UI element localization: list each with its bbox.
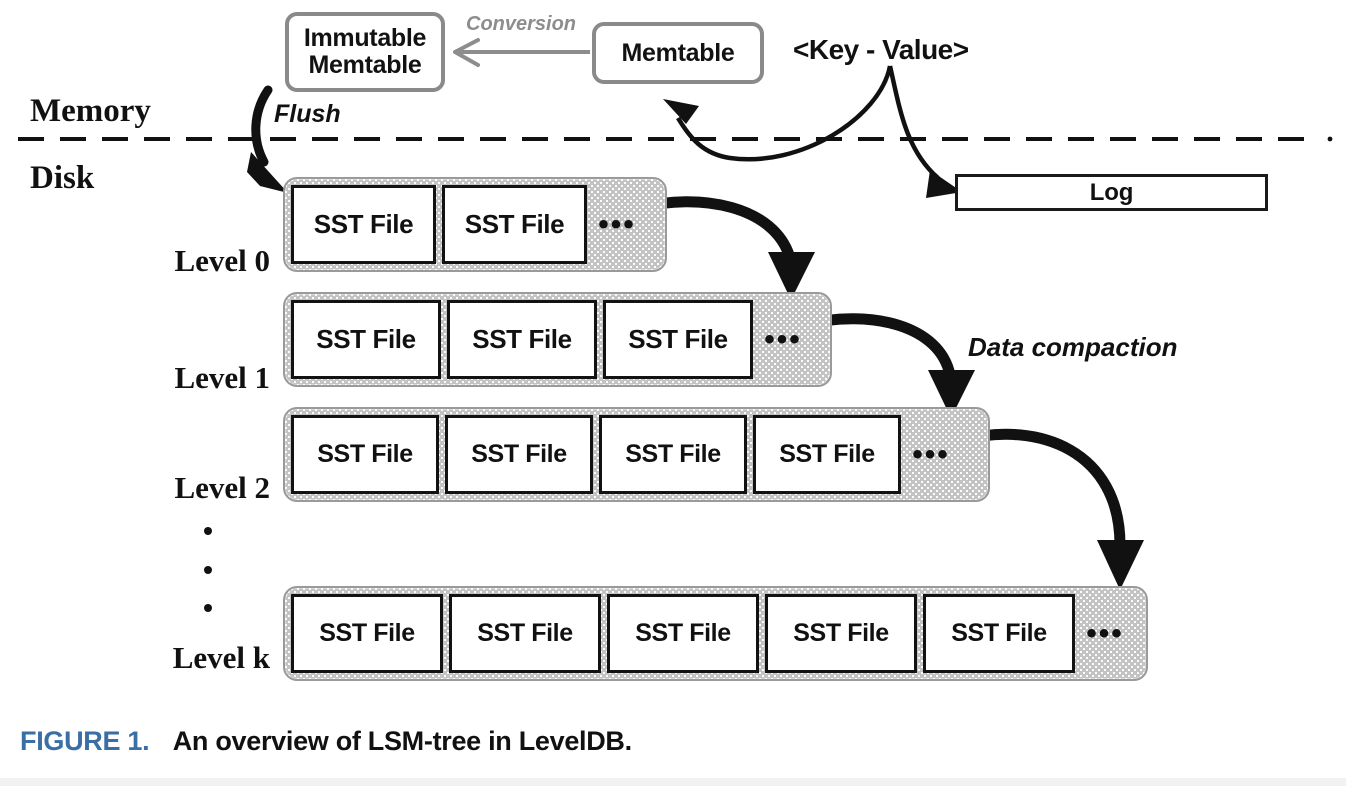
level-2-label: Level 2 bbox=[174, 470, 270, 505]
figure-caption: FIGURE 1. An overview of LSM-tree in Lev… bbox=[20, 726, 632, 757]
figure-caption-text: An overview of LSM-tree in LevelDB. bbox=[172, 726, 632, 756]
sst-file-box[interactable]: SST File bbox=[445, 415, 593, 494]
sst-file-box[interactable]: SST File bbox=[447, 300, 597, 379]
disk-region-label: Disk bbox=[30, 160, 95, 196]
more-files-ellipsis: ••• bbox=[598, 207, 636, 241]
vertical-dot bbox=[204, 566, 212, 574]
memtable-box[interactable]: Memtable bbox=[592, 22, 764, 84]
immutable-memtable-box[interactable]: Immutable Memtable bbox=[285, 12, 445, 92]
vertical-dot bbox=[204, 527, 212, 535]
level-k-label: Level k bbox=[172, 640, 270, 675]
conversion-label: Conversion bbox=[466, 13, 577, 35]
level-0-label: Level 0 bbox=[174, 243, 270, 278]
sst-file-box[interactable]: SST File bbox=[923, 594, 1075, 673]
flush-label: Flush bbox=[274, 100, 341, 128]
more-files-ellipsis: ••• bbox=[1086, 616, 1124, 650]
vertical-dot bbox=[204, 604, 212, 612]
data-compaction-label: Data compaction bbox=[968, 332, 1178, 362]
memory-region-label: Memory bbox=[30, 93, 151, 129]
level-k-row[interactable]: SST File SST File SST File SST File SST … bbox=[283, 586, 1148, 681]
sst-file-box[interactable]: SST File bbox=[765, 594, 917, 673]
sst-file-box[interactable]: SST File bbox=[753, 415, 901, 494]
log-box[interactable]: Log bbox=[955, 174, 1268, 211]
level-1-row[interactable]: SST File SST File SST File ••• bbox=[283, 292, 832, 387]
sst-file-box[interactable]: SST File bbox=[603, 300, 753, 379]
conversion-arrow bbox=[453, 38, 590, 67]
level-1-label: Level 1 bbox=[174, 360, 270, 395]
level-2-row[interactable]: SST File SST File SST File SST File ••• bbox=[283, 407, 990, 502]
figure-number: FIGURE 1. bbox=[20, 726, 150, 756]
immutable-memtable-line2: Memtable bbox=[308, 51, 422, 79]
bottom-divider bbox=[0, 778, 1346, 786]
sst-file-box[interactable]: SST File bbox=[291, 185, 436, 264]
sst-file-box[interactable]: SST File bbox=[291, 415, 439, 494]
more-files-ellipsis: ••• bbox=[912, 437, 950, 471]
key-value-label: <Key - Value> bbox=[793, 34, 969, 65]
sst-file-box[interactable]: SST File bbox=[291, 594, 443, 673]
key-value-arrows bbox=[663, 65, 962, 198]
sst-file-box[interactable]: SST File bbox=[599, 415, 747, 494]
more-files-ellipsis: ••• bbox=[764, 322, 802, 356]
sst-file-box[interactable]: SST File bbox=[291, 300, 441, 379]
sst-file-box[interactable]: SST File bbox=[442, 185, 587, 264]
immutable-memtable-line1: Immutable bbox=[303, 24, 427, 52]
sst-file-box[interactable]: SST File bbox=[449, 594, 601, 673]
memory-disk-divider bbox=[18, 136, 1333, 142]
level-0-row[interactable]: SST File SST File ••• bbox=[283, 177, 667, 272]
sst-file-box[interactable]: SST File bbox=[607, 594, 759, 673]
